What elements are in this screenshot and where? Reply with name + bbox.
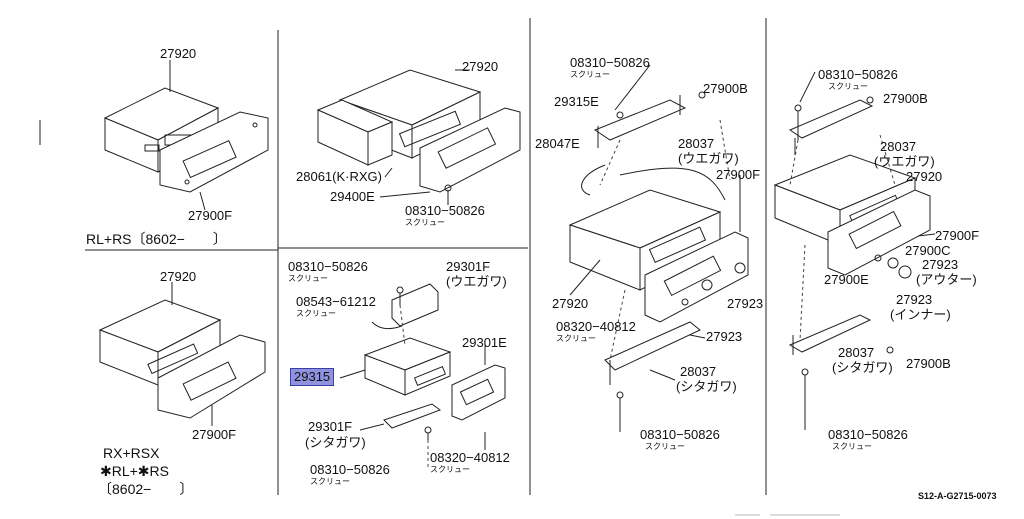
bm-bracket-upper: 29301F	[446, 259, 491, 274]
bm-wire	[372, 322, 402, 329]
bl-head-unit	[100, 300, 220, 385]
leader-lines	[400, 120, 895, 470]
bm-upper-bracket	[392, 284, 438, 326]
r-bracket-upper: 28037	[880, 139, 917, 154]
c-part-a: 29315E	[554, 94, 599, 109]
c-bezel	[645, 232, 748, 322]
bm-panel	[452, 365, 505, 420]
bm-panel-part: 29301E	[462, 335, 507, 350]
r-lower-bracket	[790, 315, 893, 430]
tl-model: RL+RS〔8602− 〕	[86, 231, 227, 247]
c-screw-mid-sub: スクリュー	[556, 334, 596, 343]
bl-part-bezel: 27900F	[192, 427, 237, 442]
bm-bracket-lower-sub: (シタガワ)	[305, 435, 366, 450]
c-screw-bottom-sub: スクリュー	[645, 442, 685, 451]
c-bracket-upper-sub: (ウエガワ)	[678, 151, 739, 166]
tl-part-bezel: 27900F	[188, 208, 233, 223]
bm-head-unit	[365, 338, 450, 395]
r-part-main: 27920	[906, 169, 943, 184]
c-screw-bottom: 08310−50826	[640, 427, 720, 442]
c-bracket-lower-sub: (シタガワ)	[676, 379, 737, 394]
c-screw-top-sub: スクリュー	[570, 70, 610, 79]
bm-screw-bottom: 08310−50826	[310, 462, 390, 477]
r-bezel	[828, 190, 930, 278]
c-upper-bracket	[595, 92, 705, 148]
c-part-c: 28047E	[535, 136, 580, 151]
bl-bezel	[158, 335, 265, 418]
c-part-main: 27920	[552, 296, 589, 311]
highlighted-part-29315[interactable]: 29315	[290, 368, 335, 386]
c-wire-right	[620, 168, 725, 200]
tm-part-main: 27920	[462, 59, 499, 74]
r-screw-top: 08310−50826	[818, 67, 898, 82]
tm-part-bezel: 29400E	[330, 189, 375, 204]
tm-bezel	[420, 108, 520, 192]
bm-screw-c-sub: スクリュー	[430, 465, 470, 474]
c-knob: 27923	[727, 296, 764, 311]
tm-part-box: 28061(K·RXG)	[296, 169, 382, 184]
bl-model-line2: ✱RL+✱RS	[100, 463, 169, 479]
r-screw-top-sub: スクリュー	[828, 82, 868, 91]
r-part-bezel: 27900F	[935, 228, 980, 243]
bm-screw-top-sub: スクリュー	[288, 274, 328, 283]
bm-screw-b: 08543−61212	[296, 294, 376, 309]
c-lower-bracket	[605, 299, 700, 432]
bl-model-line3: 〔8602− 〕	[98, 481, 194, 497]
c-part-b: 27900B	[703, 81, 748, 96]
r-knob-outer: 27923	[922, 257, 959, 272]
diagram-code: S12-A-G2715-0073	[918, 491, 997, 501]
c-knob2: 27923	[706, 329, 743, 344]
tl-part-main: 27920	[160, 46, 197, 61]
c-wire-left	[582, 165, 605, 195]
r-knob-outer-sub: (アウター)	[916, 272, 977, 287]
c-part-bezel: 27900F	[716, 167, 761, 182]
c-screw-top: 08310−50826	[570, 55, 650, 70]
r-bracket-lower: 28037	[838, 345, 875, 360]
r-part-e: 27900E	[824, 272, 869, 287]
r-bracket-upper-sub: (ウエガワ)	[874, 154, 935, 169]
bm-lower-bracket	[384, 404, 440, 440]
c-screw-mid: 08320−40812	[556, 319, 636, 334]
bm-screw-top: 08310−50826	[288, 259, 368, 274]
bl-model-line1: RX+RSX	[103, 445, 160, 461]
r-upper-bracket	[790, 97, 873, 155]
tm-screw-sub: スクリュー	[405, 218, 445, 227]
bm-screw-c: 08320−40812	[430, 450, 510, 465]
tm-box	[318, 100, 392, 165]
r-part-c: 27900C	[905, 243, 951, 258]
bm-bracket-upper-sub: (ウエガワ)	[446, 274, 507, 289]
r-knob-inner: 27923	[896, 292, 933, 307]
r-screw-bottom-sub: スクリュー	[832, 442, 872, 451]
bm-bracket-lower: 29301F	[308, 419, 353, 434]
c-bracket-lower: 28037	[680, 364, 717, 379]
bm-screw-bottom-sub: スクリュー	[310, 477, 350, 486]
bm-screw-b-sub: スクリュー	[296, 309, 336, 318]
c-bracket-upper: 28037	[678, 136, 715, 151]
r-screw-bottom: 08310−50826	[828, 427, 908, 442]
bl-part-main: 27920	[160, 269, 197, 284]
r-part-b: 27900B	[883, 91, 928, 106]
r-part-b2: 27900B	[906, 356, 951, 371]
r-knob-inner-sub: (インナー)	[890, 307, 951, 322]
tl-bezel	[160, 112, 268, 192]
r-bracket-lower-sub: (シタガワ)	[832, 360, 893, 375]
tm-screw: 08310−50826	[405, 203, 485, 218]
